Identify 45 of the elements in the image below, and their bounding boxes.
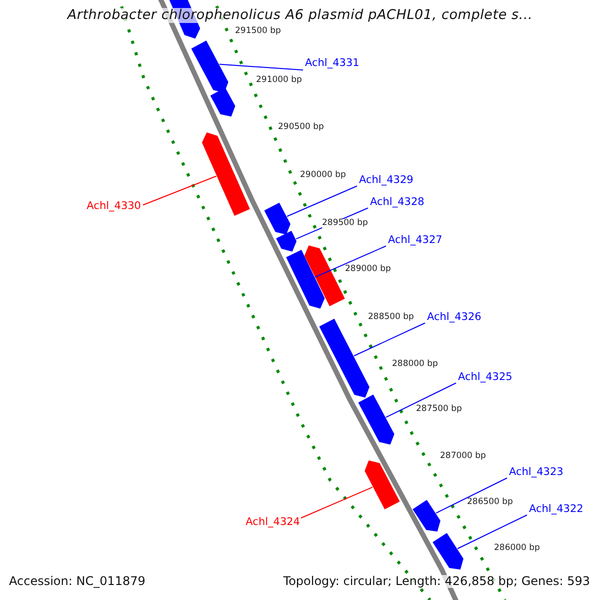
position-label: 287500 bp <box>416 405 462 414</box>
position-label: 291000 bp <box>256 76 302 86</box>
gene-bar <box>286 250 325 308</box>
position-label: 291500 bp <box>235 27 281 36</box>
leader-line <box>286 186 358 217</box>
gene-bar <box>210 88 236 116</box>
gene-label: Achl_4322 <box>529 504 584 516</box>
gene-label: Achl_4325 <box>458 372 512 384</box>
gene-label: Achl_4323 <box>509 467 564 479</box>
accession-label: Accession: NC_011879 <box>9 575 146 588</box>
position-label: 286500 bp <box>467 498 513 508</box>
gene-bar <box>412 500 440 532</box>
gene-label: Achl_4324 <box>246 517 300 529</box>
position-label: 290000 bp <box>300 171 346 180</box>
gene-bar <box>358 394 394 444</box>
position-label: 288500 bp <box>368 313 414 322</box>
leader-line <box>457 514 528 550</box>
gene-bar <box>202 132 250 216</box>
gene-label: Achl_4329 <box>359 175 414 187</box>
gene-bar <box>304 246 345 306</box>
position-label: 290500 bp <box>278 123 324 132</box>
gene-bar <box>191 40 228 92</box>
gene-label: Achl_4330 <box>86 201 141 213</box>
position-label: 287000 bp <box>440 452 486 462</box>
gene-label: Achl_4326 <box>427 312 482 324</box>
sequence-info: Topology: circular; Length: 426,858 bp; Genes: 593 <box>283 575 590 588</box>
leader-line <box>385 382 456 418</box>
gene-bar <box>364 460 400 510</box>
gene-label: Achl_4327 <box>388 235 442 247</box>
gene-bar <box>319 318 370 398</box>
gene-bar <box>276 230 296 252</box>
gene-bar <box>432 533 464 570</box>
leader-line <box>300 486 374 518</box>
position-label: 288000 bp <box>392 360 438 370</box>
leader-line <box>142 176 217 206</box>
leader-line <box>354 322 426 356</box>
leader-line <box>218 64 304 70</box>
gene-label: Achl_4331 <box>305 58 360 70</box>
position-label: 286000 bp <box>494 544 540 554</box>
position-label: 289500 bp <box>322 219 368 228</box>
position-label: 289000 bp <box>345 265 391 274</box>
gene-bar <box>264 202 290 234</box>
gene-label: Achl_4328 <box>370 197 424 209</box>
leader-line <box>436 478 508 514</box>
leader-line <box>314 246 386 278</box>
